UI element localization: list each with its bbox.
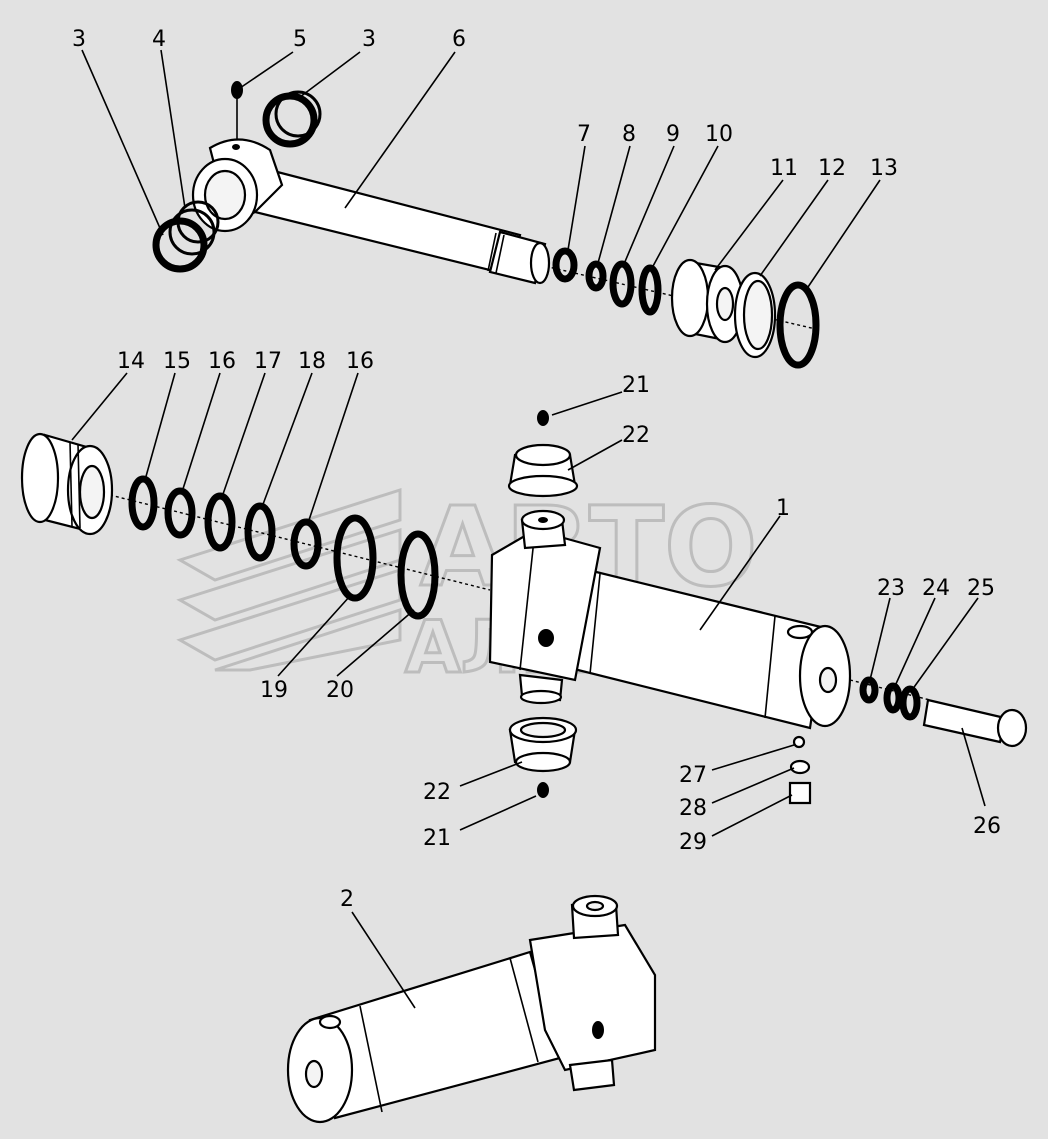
callout-27: 27 — [679, 763, 707, 788]
callout-18: 18 — [298, 349, 326, 374]
callout-14: 14 — [117, 349, 145, 374]
seal-17 — [204, 492, 236, 552]
callout-23: 23 — [877, 576, 905, 601]
callout-26: 26 — [973, 814, 1001, 839]
grease-nipple-5 — [231, 81, 243, 99]
ring-10 — [638, 264, 662, 316]
bolt-26 — [922, 698, 1007, 744]
plug-29 — [788, 781, 812, 805]
callout-12: 12 — [818, 156, 846, 181]
spring-28 — [789, 759, 811, 775]
callout-6: 6 — [452, 27, 466, 52]
callout-16-left: 16 — [208, 349, 236, 374]
seal-15 — [128, 475, 158, 531]
ring-23 — [859, 676, 879, 704]
callout-9: 9 — [666, 122, 680, 147]
callout-13: 13 — [870, 156, 898, 181]
grease-nipple-21-top — [537, 410, 549, 426]
ring-9 — [609, 260, 635, 308]
o-ring-20 — [397, 530, 439, 620]
callout-25: 25 — [967, 576, 995, 601]
callout-22-top: 22 — [622, 423, 650, 448]
callout-20: 20 — [326, 678, 354, 703]
callout-24: 24 — [922, 576, 950, 601]
callout-1: 1 — [776, 496, 790, 521]
seal-18 — [244, 502, 276, 562]
callout-10: 10 — [705, 122, 733, 147]
bushing-3-left — [152, 217, 208, 273]
callout-8: 8 — [622, 122, 636, 147]
callout-labels: 3 4 5 3 6 7 8 9 10 11 12 13 14 15 16 17 … — [72, 27, 1001, 912]
ring-13 — [776, 281, 820, 369]
seal-16b — [290, 518, 322, 570]
trunnion-block-2 — [528, 923, 657, 1072]
ring-7 — [552, 247, 578, 283]
leader-lines — [71, 49, 986, 1009]
callout-3-right: 3 — [362, 27, 376, 52]
bushing-3-right — [262, 92, 318, 148]
callout-19: 19 — [260, 678, 288, 703]
callout-3-left: 3 — [72, 27, 86, 52]
callout-4: 4 — [152, 27, 166, 52]
callout-29: 29 — [679, 830, 707, 855]
callout-21-bottom: 21 — [423, 826, 451, 851]
callout-7: 7 — [577, 122, 591, 147]
ring-25 — [899, 685, 921, 721]
piston-rod-assembly — [152, 81, 821, 369]
grease-nipple-21-bottom — [537, 782, 549, 798]
ball-27 — [792, 735, 806, 749]
callout-16-right: 16 — [346, 349, 374, 374]
callout-22-bottom: 22 — [423, 780, 451, 805]
seal-16a — [164, 487, 196, 539]
ring-24 — [883, 682, 903, 714]
ring-8 — [585, 260, 607, 292]
o-ring-19 — [333, 514, 377, 602]
cylinder-body-assembly — [20, 410, 1028, 805]
callout-17: 17 — [254, 349, 282, 374]
callout-5: 5 — [293, 27, 307, 52]
callout-28: 28 — [679, 796, 707, 821]
piston-rod — [253, 166, 522, 277]
callout-21-top: 21 — [622, 373, 650, 398]
assembled-cylinder-2 — [286, 894, 657, 1124]
callout-11: 11 — [770, 156, 798, 181]
callout-15: 15 — [163, 349, 191, 374]
callout-2: 2 — [340, 887, 354, 912]
